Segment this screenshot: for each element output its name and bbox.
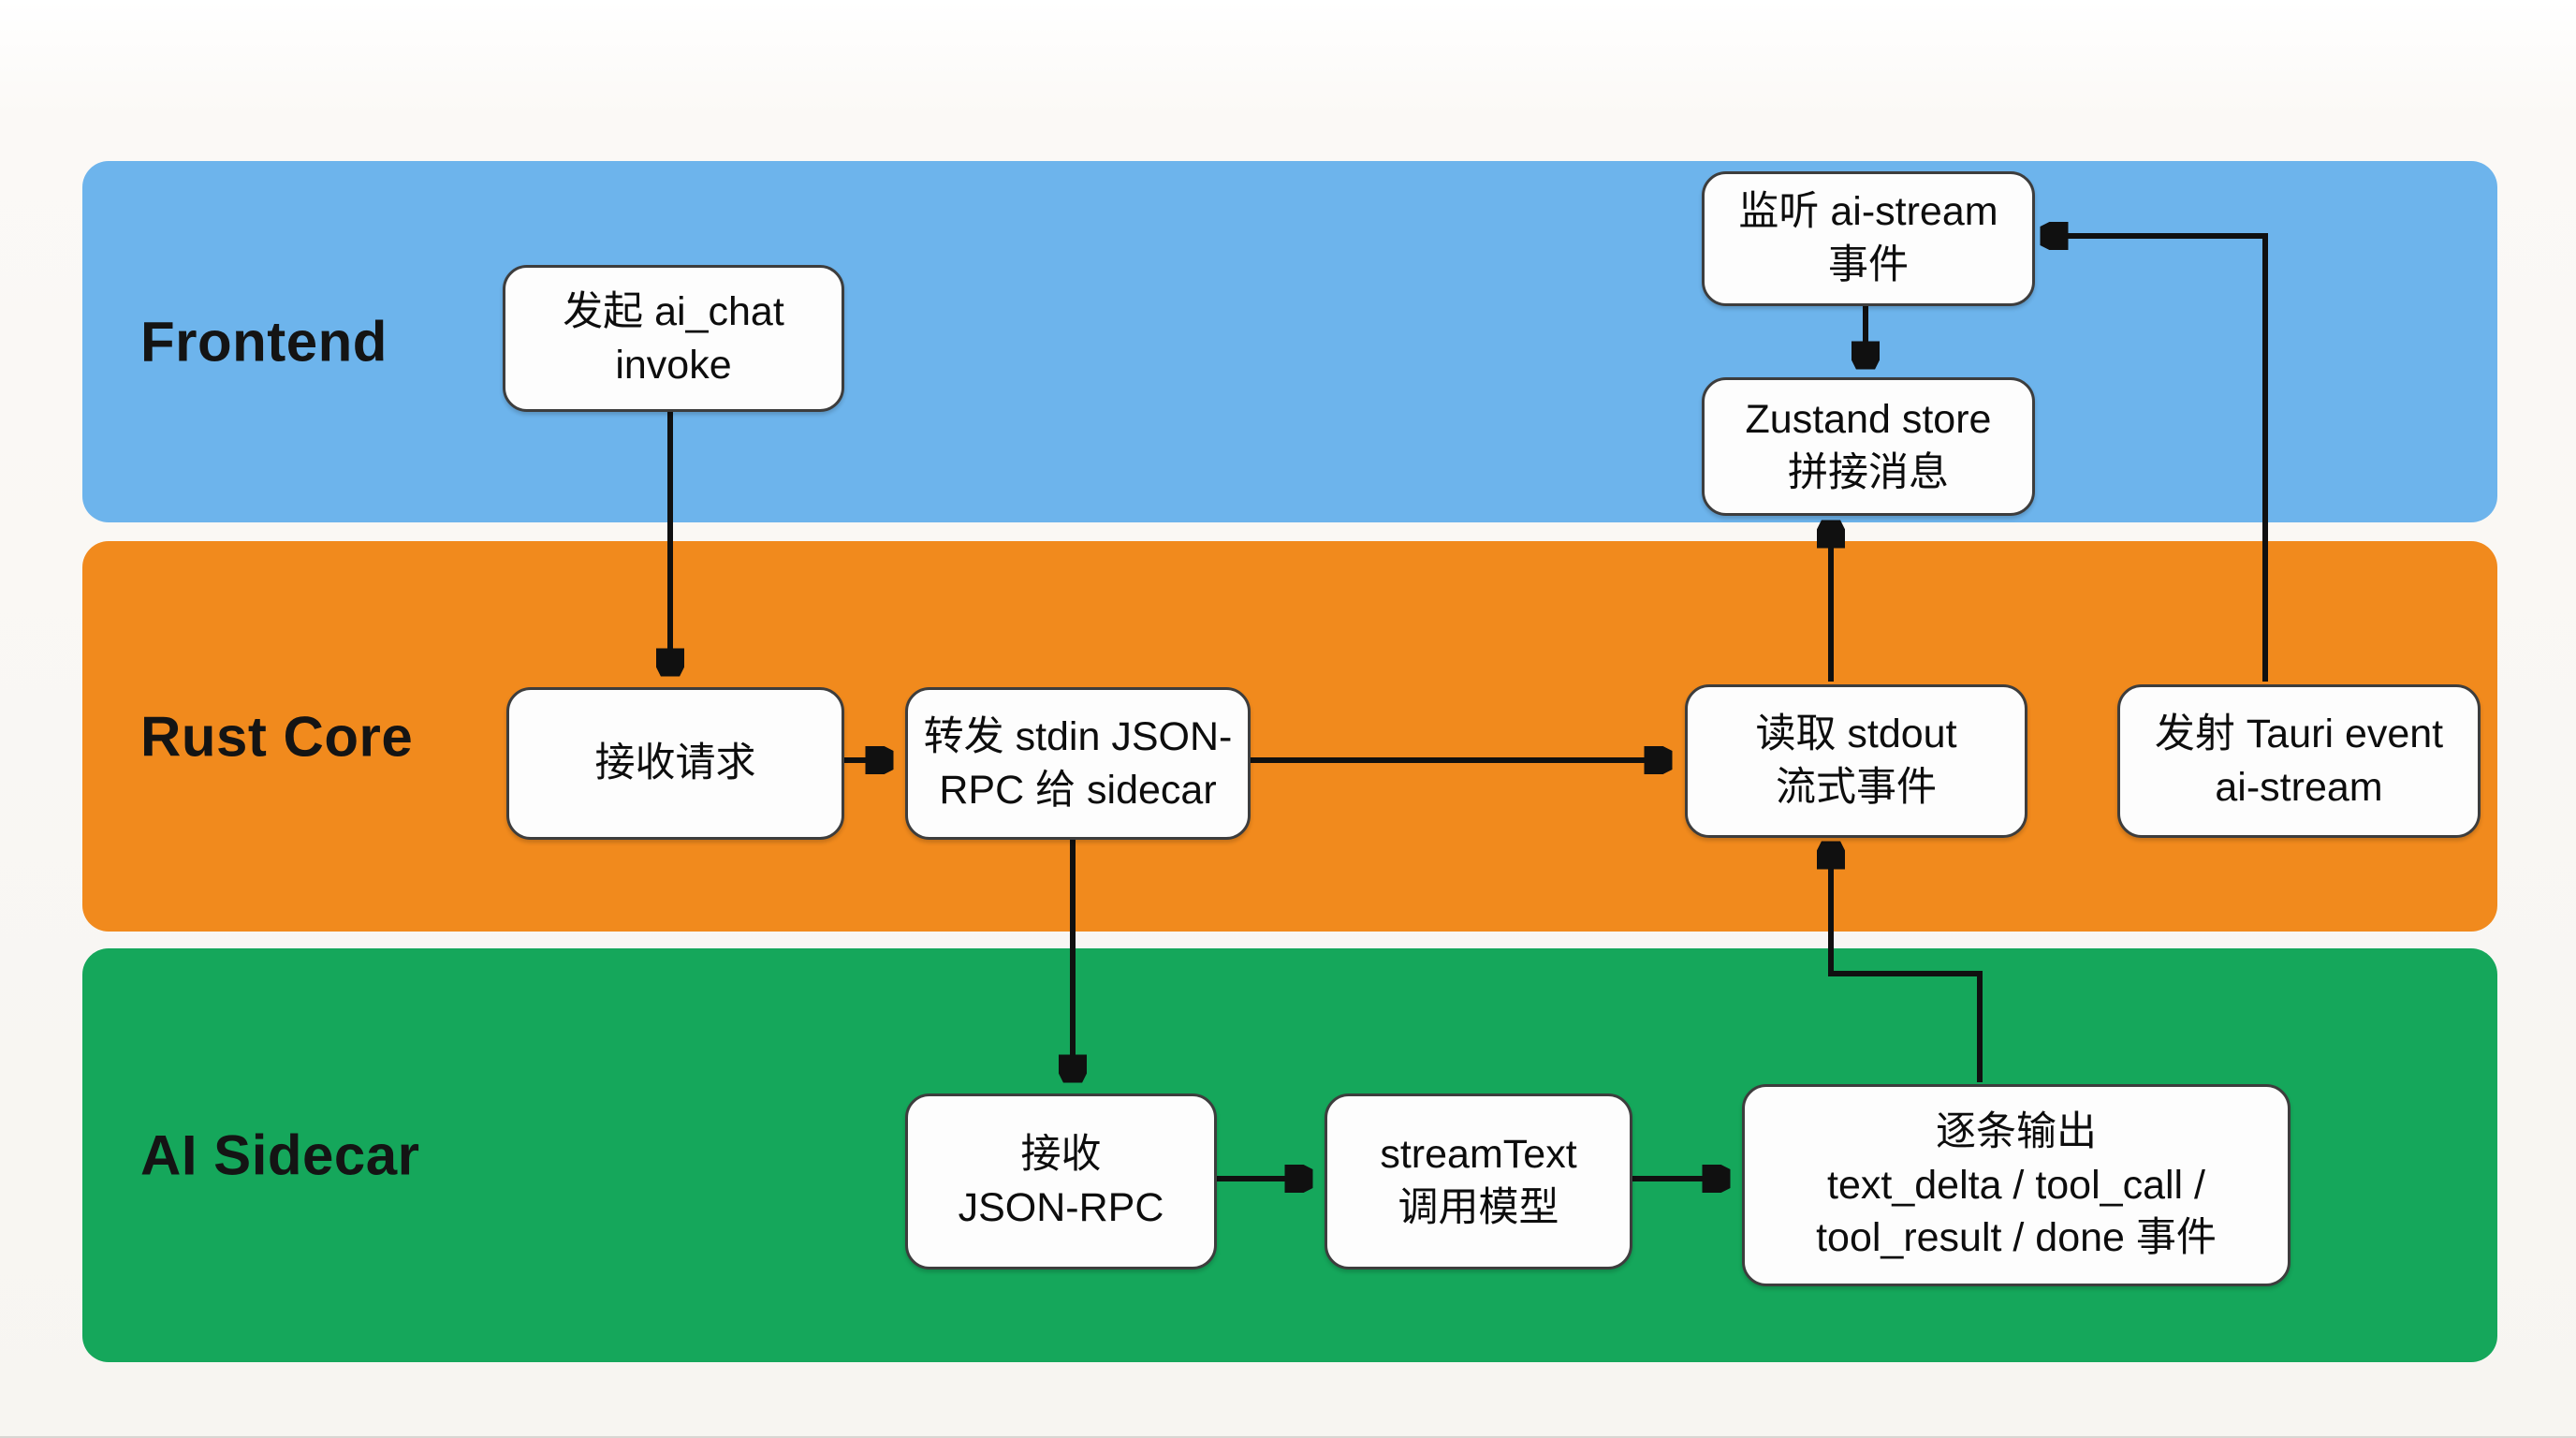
lane-ai-sidecar-label: AI Sidecar [140, 1123, 420, 1187]
node-streamtext-call-model: streamText 调用模型 [1325, 1093, 1632, 1269]
node-receive-request: 接收请求 [506, 687, 844, 840]
node-zustand-store: Zustand store 拼接消息 [1702, 377, 2035, 516]
node-read-stdout-events: 读取 stdout 流式事件 [1685, 684, 2027, 838]
node-forward-stdin-jsonrpc: 转发 stdin JSON- RPC 给 sidecar [905, 687, 1251, 840]
lane-frontend-label: Frontend [140, 310, 388, 374]
node-receive-jsonrpc: 接收 JSON-RPC [905, 1093, 1217, 1269]
lane-rust-core-label: Rust Core [140, 705, 414, 768]
node-listen-ai-stream: 监听 ai-stream 事件 [1702, 171, 2035, 306]
node-output-stream-events: 逐条输出 text_delta / tool_call / tool_resul… [1742, 1084, 2291, 1286]
node-emit-tauri-event: 发射 Tauri event ai-stream [2117, 684, 2481, 838]
node-invoke-ai-chat: 发起 ai_chat invoke [503, 265, 844, 412]
lane-frontend: Frontend [82, 161, 2497, 522]
bottom-hairline [0, 1436, 2576, 1438]
